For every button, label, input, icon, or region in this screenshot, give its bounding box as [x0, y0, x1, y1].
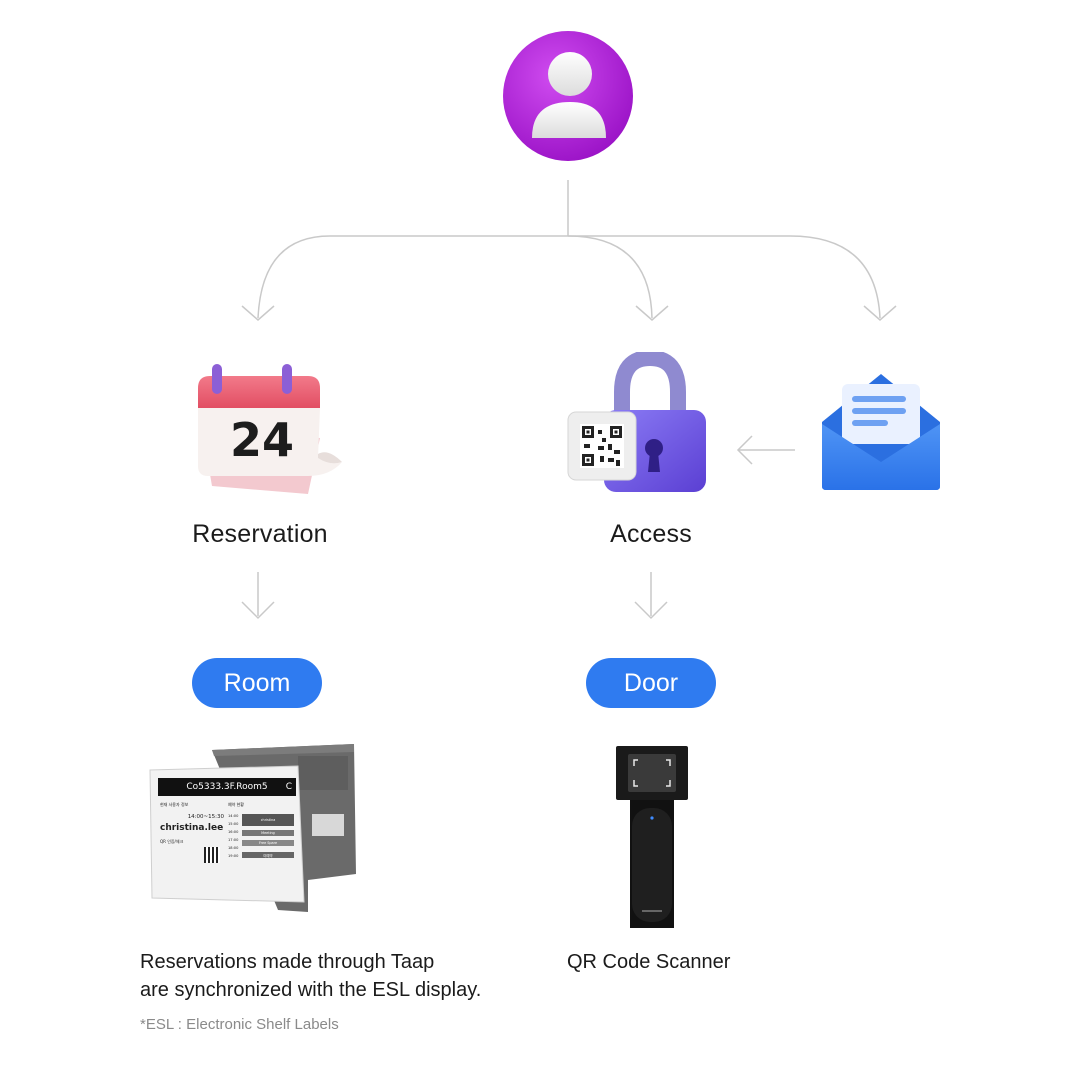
- esl-right-heading: 예약 현황: [228, 802, 244, 807]
- access-label: Access: [610, 520, 692, 548]
- esl-header-text: Co5333.3F.Room5: [186, 782, 268, 792]
- calendar-icon: 24: [190, 358, 350, 498]
- esl-display-device: Co5333.3F.Room5 C 현재 사용자 정보 14:00~15:30 …: [148, 742, 360, 912]
- room-caption: Reservations made through Taap are synch…: [140, 948, 481, 1004]
- envelope-icon: [818, 370, 944, 494]
- room-caption-line2: are synchronized with the ESL display.: [140, 979, 482, 1001]
- calendar-number: 24: [230, 413, 294, 467]
- curve-to-email: [789, 235, 881, 319]
- curve-to-reservation: [257, 235, 331, 319]
- esl-qr-heading: QR 인증/체크: [160, 839, 184, 844]
- esl-left-panel: 현재 사용자 정보 14:00~15:30 christina.lee QR 인…: [160, 802, 224, 863]
- arrowhead-email: [863, 305, 897, 321]
- esl-slots: christina Meeting Free Spare 미예약: [242, 812, 294, 860]
- esl-time: 14:00~15:30: [187, 814, 224, 820]
- qr-scanner-device: [612, 744, 692, 930]
- esl-footnote: *ESL : Electronic Shelf Labels: [140, 1016, 339, 1033]
- esl-header-logo: C: [285, 782, 292, 792]
- arrowhead-reservation: [241, 305, 275, 321]
- door-pill: Door: [586, 658, 716, 708]
- door-caption: QR Code Scanner: [567, 951, 731, 973]
- reservation-down-arrowhead: [241, 601, 275, 620]
- esl-left-heading: 현재 사용자 정보: [160, 802, 189, 807]
- access-down-arrowhead: [634, 601, 668, 620]
- room-pill: Room: [192, 658, 322, 708]
- esl-user: christina.lee: [160, 823, 224, 833]
- esl-qr-icon: [204, 847, 220, 863]
- reservation-label: Reservation: [192, 520, 328, 548]
- arrowhead-access: [635, 305, 669, 321]
- user-avatar-icon: [502, 30, 634, 162]
- room-caption-line1: Reservations made through Taap: [140, 951, 435, 973]
- email-to-access-arrowhead: [736, 435, 753, 465]
- padlock-qr-icon: [566, 349, 716, 502]
- curve-to-access: [567, 235, 653, 319]
- esl-header: Co5333.3F.Room5 C: [158, 778, 296, 796]
